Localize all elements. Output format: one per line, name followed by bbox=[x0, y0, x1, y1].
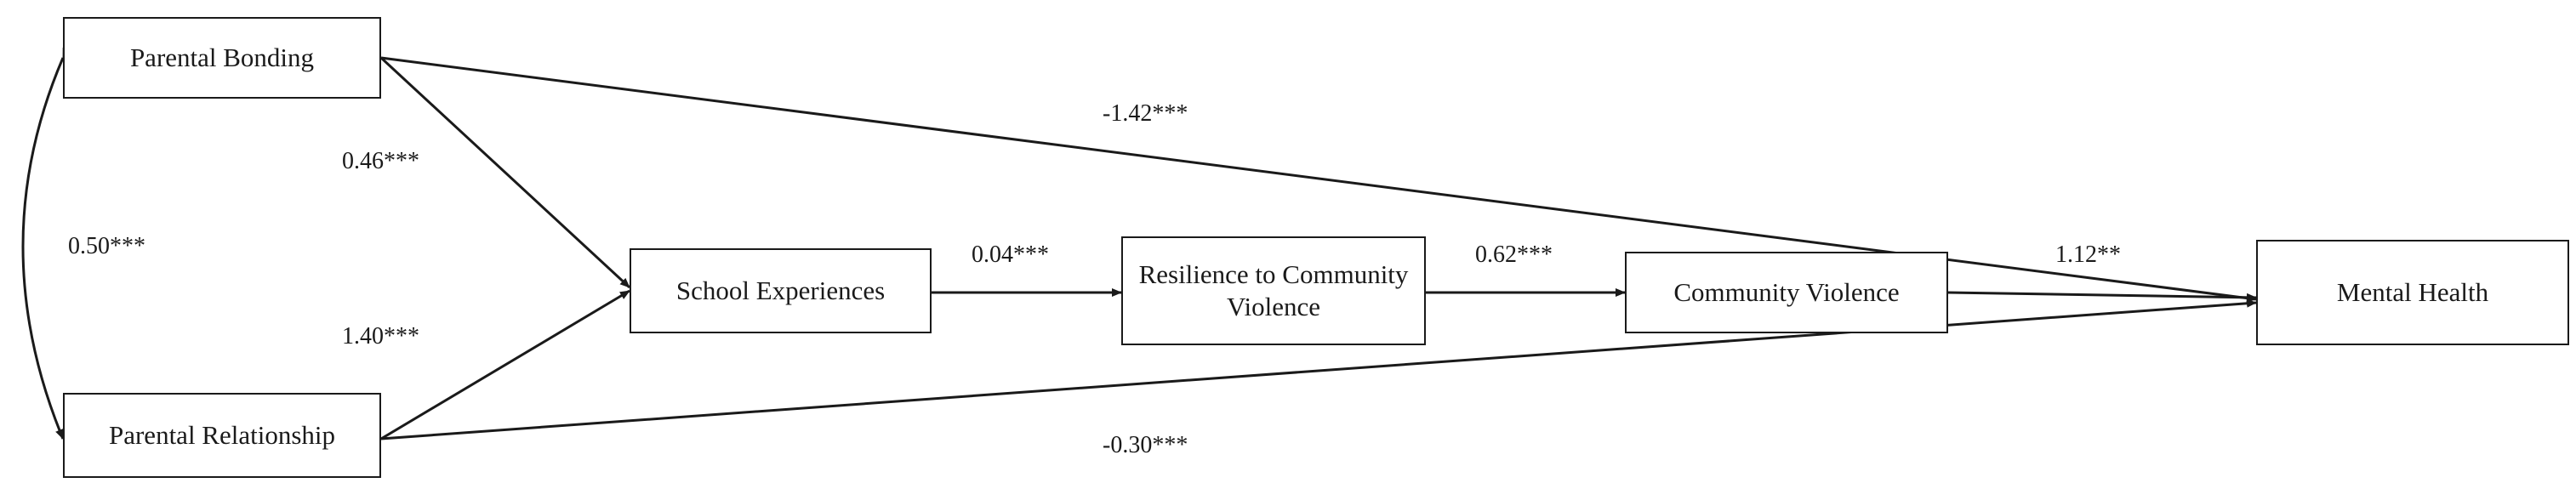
coef-relationship-mental: -0.30*** bbox=[1103, 432, 1188, 458]
coef-bonding-school: 0.46*** bbox=[342, 148, 419, 174]
node-school-experiences: School Experiences bbox=[630, 248, 932, 333]
node-community-violence: Community Violence bbox=[1625, 252, 1948, 333]
node-label: Resilience to Community Violence bbox=[1138, 259, 1409, 321]
coef-resilience-violence: 0.62*** bbox=[1475, 241, 1553, 268]
node-label: Mental Health bbox=[2336, 277, 2489, 308]
coef-bonding-mental: -1.42*** bbox=[1103, 100, 1188, 127]
edge-bonding-school bbox=[379, 56, 631, 289]
node-label: Parental Relationship bbox=[108, 420, 336, 451]
node-parental-bonding: Parental Bonding bbox=[63, 17, 381, 99]
node-parental-relationship: Parental Relationship bbox=[63, 393, 381, 478]
node-resilience: Resilience to Community Violence bbox=[1121, 236, 1426, 345]
coef-school-resilience: 0.04*** bbox=[972, 241, 1049, 268]
node-label: School Experiences bbox=[675, 276, 886, 306]
node-label: Parental Bonding bbox=[129, 43, 315, 73]
edge-violence-mental bbox=[1947, 291, 2257, 302]
coef-bonding-relationship: 0.50*** bbox=[68, 233, 145, 259]
edge-relationship-school bbox=[380, 289, 630, 440]
node-label: Community Violence bbox=[1673, 277, 1900, 308]
coef-violence-mental: 1.12** bbox=[2055, 241, 2121, 268]
coef-relationship-school: 1.40*** bbox=[342, 323, 419, 349]
edge-bonding-relationship bbox=[21, 47, 71, 440]
node-mental-health: Mental Health bbox=[2256, 240, 2569, 345]
